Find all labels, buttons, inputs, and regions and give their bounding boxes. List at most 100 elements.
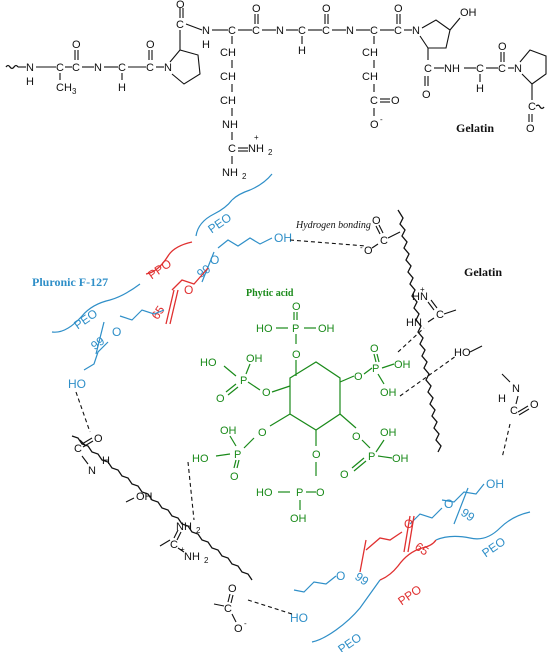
atom-ho-p1: HO bbox=[256, 323, 273, 335]
atom-c-carb-l: C bbox=[224, 603, 232, 615]
atom-n8: N bbox=[514, 63, 522, 75]
atom-minus-carb-r: - bbox=[360, 243, 363, 252]
gelatin-chain-right bbox=[397, 209, 442, 453]
proline-ring-2 bbox=[519, 49, 547, 85]
atom-plus-guan-l: + bbox=[180, 545, 185, 554]
atom-p6: P bbox=[296, 487, 303, 499]
phytic-acid: Phytic acid O P OH HO O O P HO OH O O P … bbox=[192, 288, 411, 525]
atom-ho-p2: HO bbox=[200, 357, 217, 369]
brace-ppo-top bbox=[145, 241, 193, 275]
atom-nh2-l-2-sub: 2 bbox=[204, 556, 209, 565]
atom-o-minus-r: O bbox=[364, 245, 373, 257]
ppo-label-top: PPO bbox=[145, 256, 174, 282]
gelatin-chains bbox=[71, 209, 442, 581]
hbond-carb-left bbox=[247, 599, 293, 615]
atom-h3: H bbox=[202, 39, 210, 51]
atom-c4: C bbox=[146, 62, 154, 74]
o-ppo-top: O bbox=[184, 283, 193, 297]
atom-o8: O bbox=[498, 41, 507, 53]
peo-chain-lower-c bbox=[293, 575, 337, 593]
atom-oh-p3-b: OH bbox=[380, 387, 397, 399]
atom-oh-l: OH bbox=[136, 491, 153, 503]
atom-minus-carb-l: - bbox=[244, 619, 247, 628]
atom-o-p2: O bbox=[262, 387, 271, 399]
atom-c6: C bbox=[228, 25, 236, 37]
n99-lower-b: 99 bbox=[352, 569, 371, 588]
hbond-amide-right bbox=[501, 423, 511, 459]
atom-p1: P bbox=[292, 323, 299, 335]
atom-o-dbl-p1: O bbox=[292, 301, 301, 313]
atom-ho-r: HO bbox=[454, 347, 471, 359]
atom-ch3: CH bbox=[56, 82, 72, 94]
atom-nh2-arg-2-sub: 2 bbox=[242, 172, 247, 181]
atom-c9: C bbox=[322, 25, 330, 37]
atom-n5: N bbox=[276, 25, 284, 37]
atom-oh-p2: OH bbox=[246, 353, 263, 365]
ppo-chain-top bbox=[171, 267, 209, 291]
atom-o2: O bbox=[146, 39, 155, 51]
gelatin-right-groups: Gelatin O C O - H N + C H N HO N H C O bbox=[360, 215, 539, 417]
ho-pluronic-lower: HO bbox=[290, 611, 308, 625]
brace-peo-lower-right bbox=[435, 511, 531, 541]
atom-c5: C bbox=[176, 19, 184, 31]
brace-peo-lower-left bbox=[311, 579, 381, 643]
gelatin-left-groups: C O N H OH C NH 2 NH 2 + C O O - bbox=[74, 433, 247, 635]
peo-chain-lower-a bbox=[441, 483, 485, 503]
hydrogen-bonds: Hydrogen bonding bbox=[75, 220, 511, 615]
atom-minus-glu: - bbox=[380, 115, 383, 124]
atom-o5: O bbox=[322, 3, 331, 15]
atom-nh-arg: NH bbox=[222, 119, 238, 131]
atom-nh-2: NH bbox=[444, 63, 460, 75]
atom-n6: N bbox=[346, 25, 354, 37]
atom-n2: N bbox=[94, 62, 102, 74]
atom-oh-p6: OH bbox=[290, 513, 307, 525]
gelatin-title-side: Gelatin bbox=[464, 265, 502, 279]
ppo-chain-lower bbox=[365, 531, 403, 551]
atom-nh2-l: NH bbox=[176, 521, 192, 533]
atom-c13: C bbox=[476, 63, 484, 75]
hbond-guan-right bbox=[397, 327, 425, 353]
atom-ch2-d: CH bbox=[362, 47, 378, 59]
atom-h-amide-l: H bbox=[102, 455, 110, 467]
atom-o6: O bbox=[394, 3, 403, 15]
atom-nh2-l-2: NH bbox=[184, 551, 200, 563]
atom-c2: C bbox=[72, 62, 80, 74]
atom-n3: N bbox=[164, 62, 172, 74]
hbond-guan-left bbox=[187, 461, 195, 521]
hydroxyproline-ring bbox=[419, 19, 451, 49]
atom-c-amide-l: C bbox=[74, 443, 82, 455]
atom-plus-guan-r: + bbox=[420, 285, 425, 294]
atom-o-glu-2: O bbox=[370, 119, 379, 131]
atom-c-guan-r: C bbox=[436, 309, 444, 321]
atom-nh2-l-sub: 2 bbox=[196, 526, 201, 535]
atom-o-dbl-p2: O bbox=[216, 393, 225, 405]
gelatin-chain-left bbox=[71, 435, 253, 581]
hbond-oh-right bbox=[399, 355, 457, 397]
atom-c7: C bbox=[252, 25, 260, 37]
oh-pluronic-lower: OH bbox=[486, 477, 504, 491]
brace-peo-top bbox=[195, 199, 233, 237]
atom-h2n-r: H bbox=[412, 291, 420, 303]
atom-o-p4: O bbox=[258, 427, 267, 439]
atom-o-p3: O bbox=[354, 371, 363, 383]
atom-c11: C bbox=[394, 25, 402, 37]
atom-ch2-b: CH bbox=[220, 71, 236, 83]
peo-chain-lower-b bbox=[409, 507, 443, 525]
atom-o-p1: O bbox=[292, 349, 301, 361]
brace-peo-top-b bbox=[231, 173, 273, 201]
o-peo-left: O bbox=[112, 325, 121, 339]
peo-label-lower-left: PEO bbox=[335, 630, 364, 652]
atom-o1: O bbox=[72, 39, 81, 51]
phytic-acid-label: Phytic acid bbox=[246, 288, 294, 299]
atom-ch2-c: CH bbox=[220, 95, 236, 107]
atom-h-amide-r: H bbox=[498, 393, 506, 405]
atom-p4: P bbox=[234, 449, 241, 461]
ppo-label-lower: PPO bbox=[395, 582, 424, 608]
peo-chain-left-b bbox=[83, 341, 109, 371]
n65-lower: 65 bbox=[412, 539, 431, 558]
atom-c1: C bbox=[56, 62, 64, 74]
atom-o-amide-r: O bbox=[530, 399, 539, 411]
atom-oh-hyp: OH bbox=[460, 7, 477, 19]
atom-c14: C bbox=[498, 63, 506, 75]
atom-c15: C bbox=[528, 101, 536, 113]
